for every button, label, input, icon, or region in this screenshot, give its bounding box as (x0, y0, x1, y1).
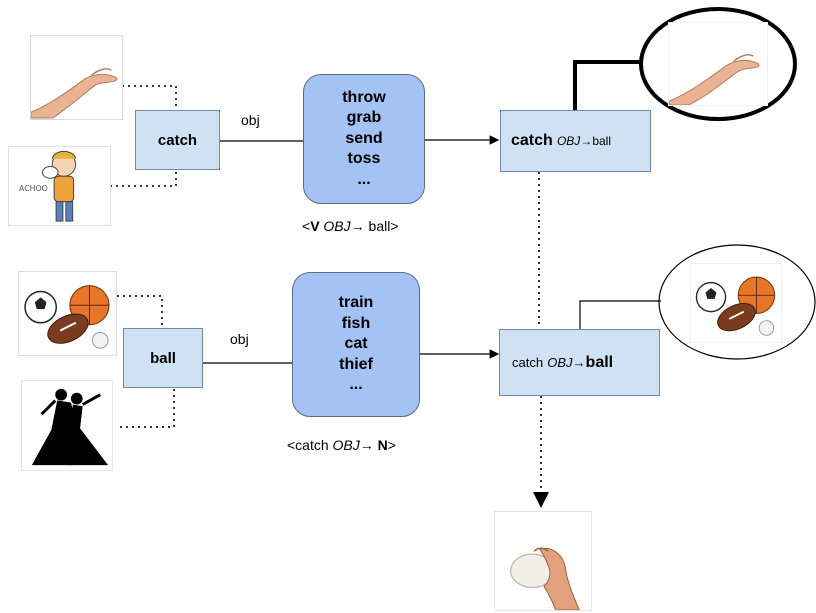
result-box-bottom: catch OBJ→ ball (499, 329, 660, 396)
dotted-link-hand-to-catch (122, 85, 177, 110)
svg-text:ACHOO: ACHOO (19, 184, 48, 193)
candidate-item: ... (357, 170, 371, 188)
dancing-couple-icon (31, 388, 109, 466)
candidate-item: fish (341, 314, 371, 332)
hand-catching-ball-image (494, 511, 592, 611)
pattern-label-bottom: <catch OBJ→ N> (287, 437, 396, 453)
hand-oval-image (668, 22, 768, 106)
candidate-item: send (345, 129, 383, 147)
highlight-oval-bottom (658, 244, 816, 360)
reaching-hand-icon (31, 68, 118, 119)
candidate-item: throw (342, 88, 386, 106)
obj-relation-label-top: obj (241, 112, 260, 128)
ball-word-label: ball (150, 349, 176, 367)
candidate-item: train (338, 294, 374, 312)
dotted-link-sneeze-to-catch (110, 170, 177, 187)
obj-relation-label-bottom: obj (230, 331, 249, 347)
reaching-hand-icon (669, 54, 760, 105)
sports-balls-icon (695, 276, 776, 336)
dancing-couple-image (21, 380, 113, 471)
candidate-item: toss (347, 150, 381, 168)
candidate-item: thief (339, 355, 373, 373)
sports-balls-image (18, 271, 117, 356)
thin-link-to-balls-image (579, 300, 661, 329)
dotted-link-balls-to-ball (117, 295, 163, 328)
candidate-item: cat (344, 335, 368, 353)
sneezing-person-image: ACHOO (8, 146, 111, 226)
ball-word-box: ball (123, 328, 203, 388)
thick-link-to-hand-image (573, 60, 642, 110)
reaching-hand-image (30, 35, 123, 120)
hand-catching-ball-icon (510, 547, 580, 610)
noun-candidates-box: train fish cat thief ... (292, 272, 420, 417)
catch-word-label: catch (157, 131, 198, 149)
sneezing-person-icon: ACHOO (19, 150, 77, 222)
highlight-oval-top (639, 7, 797, 121)
sports-balls-icon (24, 285, 110, 349)
verb-candidates-box: throw grab send toss ... (303, 74, 425, 204)
catch-word-box: catch (135, 110, 220, 170)
result-box-top: catch OBJ→ ball (500, 110, 651, 172)
pattern-label-top: <V OBJ→ ball> (302, 218, 399, 234)
candidate-item: ... (349, 376, 363, 394)
balls-oval-image (690, 263, 782, 343)
dotted-link-dancers-to-ball (120, 388, 175, 428)
candidate-item: grab (346, 109, 382, 127)
